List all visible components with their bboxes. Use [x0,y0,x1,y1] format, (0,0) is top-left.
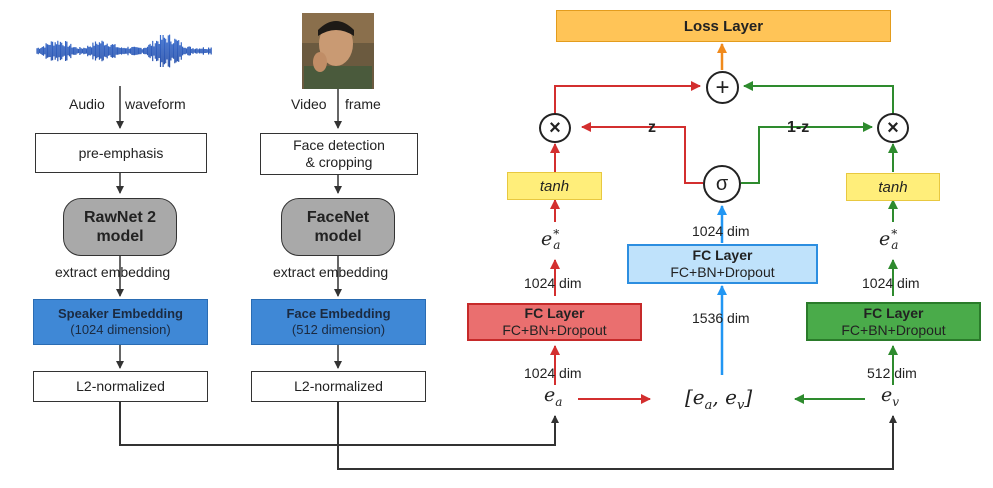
ev-base: e [881,384,893,406]
dim-red-top: 1024 dim [524,275,582,291]
extract-embedding-audio: extract embedding [55,264,171,280]
one-minus-z-label: 1-z [787,119,810,136]
fc-blue-title: FC Layer [692,247,753,263]
ea-star-right: e*a [879,228,898,251]
face-embedding-box: Face Embedding (512 dimension) [251,299,426,345]
multiply-operator-left: × [539,113,571,143]
audio-label-2: waveform [125,96,186,112]
sigma-symbol: σ [715,172,729,195]
concat-symbol: [ea, ev] [685,385,752,413]
ea-sub: a [555,394,563,409]
preemphasis-box: pre-emphasis [35,133,207,173]
sigmoid-operator: σ [703,165,741,203]
ea-symbol: ea [544,384,562,409]
fc-layer-blue: FC Layer FC+BN+Dropout [627,244,818,284]
facenet-model-box: FaceNet model [281,198,395,256]
face-detection-box: Face detection & cropping [260,133,418,175]
face-embedding-dim: (512 dimension) [291,322,386,337]
l2-normalized-video-box: L2-normalized [251,371,426,402]
left-flow-arrows [116,86,897,470]
ev-sub: v [892,394,900,409]
dim-blue-bottom: 1536 dim [692,310,750,326]
ea-star-right-sup: * [891,227,898,241]
rawnet2-model-box: RawNet 2 model [63,198,177,256]
concat-text: [ea, ev] [685,385,753,413]
multiply-symbol-right: × [887,116,899,139]
fc-red-subtitle: FC+BN+Dropout [502,322,607,338]
l2-normalized-audio-text: L2-normalized [76,378,165,394]
ea-star-left-sub: a [553,238,561,252]
fc-green-subtitle: FC+BN+Dropout [841,321,946,338]
rawnet2-subtitle: model [96,228,144,245]
plus-operator: + [706,71,739,104]
audio-label: Audio [69,96,105,112]
l2-normalized-video-text: L2-normalized [294,378,383,394]
green-flow-arrows [741,81,898,404]
tanh-left-box: tanh [507,172,602,200]
video-frame-image [302,13,374,89]
ea-star-left-base: e [541,228,553,250]
facenet-title: FaceNet [306,209,370,226]
fc-blue-subtitle: FC+BN+Dropout [670,264,775,280]
multiply-symbol-left: × [549,116,561,139]
loss-layer-text: Loss Layer [683,17,764,35]
video-label: Video [291,96,327,112]
dim-blue-top: 1024 dim [692,223,750,239]
tanh-right-box: tanh [846,173,940,201]
facenet-subtitle: model [314,228,362,245]
face-embedding-title: Face Embedding [286,306,391,321]
preemphasis-text: pre-emphasis [78,144,164,161]
red-flow-arrows [550,81,703,404]
face-detection-text-2: & cropping [305,154,373,170]
ea-base: e [544,384,556,406]
ea-star-right-base: e [879,228,891,250]
speaker-embedding-box: Speaker Embedding (1024 dimension) [33,299,208,345]
fc-red-title: FC Layer [524,305,585,321]
l2-normalized-audio-box: L2-normalized [33,371,208,402]
dim-green-bottom: 512 dim [867,365,917,381]
video-label-2: frame [345,96,381,112]
ea-star-right-sub: a [891,238,899,252]
rawnet2-title: RawNet 2 [83,209,157,226]
plus-symbol: + [715,73,730,101]
fc-layer-green: FC Layer FC+BN+Dropout [806,302,981,341]
dim-red-bottom: 1024 dim [524,365,582,381]
extract-embedding-video: extract embedding [273,264,389,280]
ea-star-left: e*a [541,228,560,251]
multiply-operator-right: × [877,113,909,143]
tanh-right-text: tanh [878,178,908,196]
ev-symbol: ev [881,384,899,409]
tanh-left-text: tanh [539,177,570,195]
dim-green-top: 1024 dim [862,275,920,291]
ea-star-left-sup: * [553,227,560,241]
fc-green-title: FC Layer [863,304,924,321]
fc-layer-red: FC Layer FC+BN+Dropout [467,303,642,341]
loss-layer-box: Loss Layer [556,10,891,42]
z-label: z [648,119,656,136]
face-detection-text: Face detection [293,137,385,153]
audio-waveform-image [36,34,212,68]
speaker-embedding-title: Speaker Embedding [58,306,183,321]
speaker-embedding-dim: (1024 dimension) [70,322,171,337]
